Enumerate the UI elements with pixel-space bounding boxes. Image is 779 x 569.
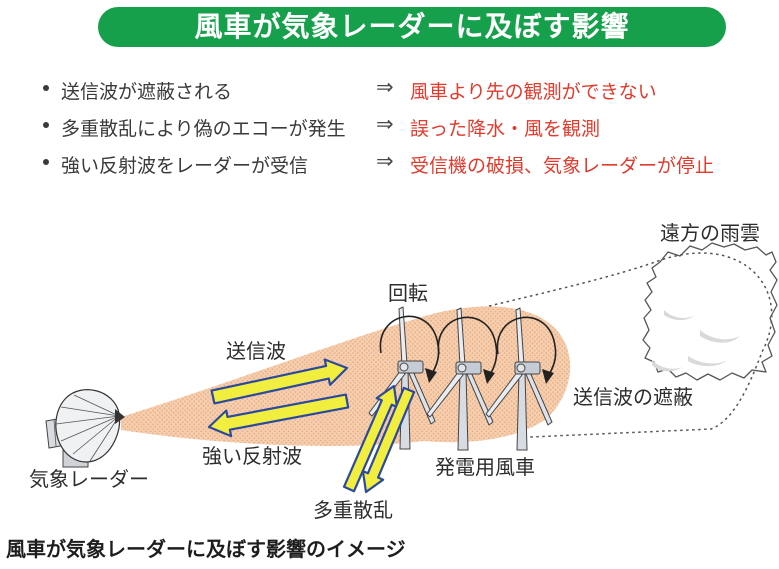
multiple-scattering-down-arrow [361,386,416,494]
strong-reflection-arrow [207,393,350,438]
shielded-region-outline [488,252,773,438]
weather-radar-dish [45,389,125,468]
bullet-dot [43,159,49,165]
bullet-effect: 風車より先の観測ができない [410,82,657,103]
bullet-row: 多重散乱により偽のエコーが発生 ⇒ 誤った降水・風を観測 [0,113,779,140]
bullet-dot [43,85,49,91]
bullet-effect: 誤った降水・風を観測 [410,119,601,140]
implies-arrow: ⇒ [376,150,394,173]
wave-shielding-label: 送信波の遮蔽 [573,386,693,409]
implies-arrow: ⇒ [376,113,394,136]
figure-caption: 風車が気象レーダーに及ぼす影響のイメージ [6,539,406,561]
bullet-cause: 強い反射波をレーダーが受信 [61,156,309,177]
transmission-wave-arrow [210,358,349,405]
bullet-cause: 送信波が遮蔽される [61,82,233,103]
weather-radar-label: 気象レーダー [29,468,149,491]
bullet-cause: 多重散乱により偽のエコーが発生 [61,119,346,140]
page-title: 風車が気象レーダーに及ぼす影響 [194,11,630,42]
multiple-scattering-up-arrow [342,384,398,493]
rotation-label: 回転 [388,282,428,305]
distant-cloud-label: 遠方の雨雲 [660,222,760,245]
bullet-row: 強い反射波をレーダーが受信 ⇒ 受信機の破損、気象レーダーが停止 [0,150,779,177]
bullet-dot [43,122,49,128]
wind-turbines-label: 発電用風車 [435,456,535,479]
radar-beam [121,306,571,446]
bullet-effect: 受信機の破損、気象レーダーが停止 [410,156,715,177]
multiple-scattering-label: 多重散乱 [313,499,393,522]
bullet-row: 送信波が遮蔽される ⇒ 風車より先の観測ができない [0,76,779,103]
transmission-wave-label: 送信波 [226,340,286,363]
rain-cloud [642,242,778,381]
implies-arrow: ⇒ [376,76,394,99]
title-banner: 風車が気象レーダーに及ぼす影響 [98,7,726,47]
strong-reflection-label: 強い反射波 [202,445,302,468]
